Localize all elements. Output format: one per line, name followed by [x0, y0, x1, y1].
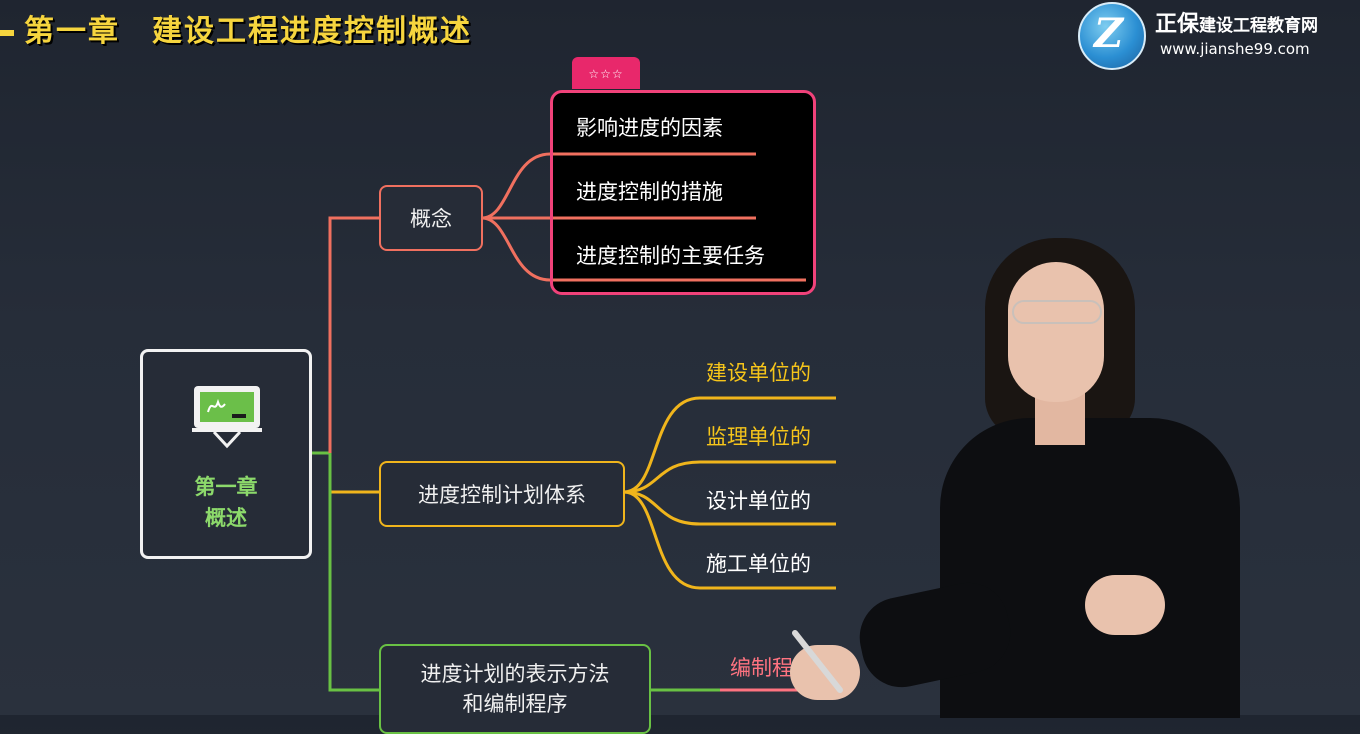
highlight-box [550, 90, 816, 295]
leaf-main-tasks[interactable]: 进度控制的主要任务 [576, 244, 765, 268]
node-plan-system-label: 进度控制计划体系 [418, 483, 586, 507]
title-dash [0, 30, 14, 36]
highlight-underlines [553, 152, 806, 282]
leaf-line-owner [623, 396, 836, 494]
logo-mark: Z [1094, 10, 1124, 57]
logo-url: www.jianshe99.com [1160, 40, 1310, 58]
presenter-hand-right [1085, 575, 1165, 635]
leaf-factors[interactable]: 影响进度的因素 [576, 116, 723, 140]
teaching-board-icon [192, 386, 262, 449]
leaf-supervisor[interactable]: 监理单位的 [706, 425, 811, 449]
chapter-title: 第一章 建设工程进度控制概述 [0, 6, 472, 50]
node-concept[interactable]: 概念 [379, 185, 483, 251]
logo-brand-sub: 建设工程教育网 [1199, 16, 1319, 36]
leaf-measures[interactable]: 进度控制的措施 [576, 180, 723, 204]
leaf-contractor[interactable]: 施工单位的 [706, 552, 811, 576]
presenter-face [1008, 262, 1104, 402]
branch-line-representation [328, 453, 380, 692]
leaf-line-designer [623, 490, 836, 526]
root-node[interactable] [140, 349, 312, 559]
pointer-pen-icon [792, 630, 843, 693]
logo-brand: 正保建设工程教育网 [1155, 6, 1318, 38]
logo-brand-main: 正保 [1155, 12, 1200, 37]
node-representation[interactable]: 进度计划的表示方法 和编制程序 [379, 644, 651, 734]
node-concept-label: 概念 [410, 207, 452, 231]
root-label-line2: 概述 [205, 506, 247, 530]
node-representation-label-line1: 进度计划的表示方法 [420, 662, 610, 686]
node-representation-label-line2: 和编制程序 [462, 692, 568, 716]
leaf-line-tasks [481, 216, 806, 282]
presenter-glasses [1012, 300, 1102, 324]
importance-stars-badge: ☆☆☆ [572, 57, 640, 89]
root-label: 第一章 概述 [140, 472, 312, 534]
leaf-owner[interactable]: 建设单位的 [706, 361, 811, 385]
leaf-procedure[interactable]: 编制程 [730, 656, 793, 680]
leaf-line-factors [481, 152, 756, 220]
chapter-title-text: 第一章 建设工程进度控制概述 [24, 14, 472, 49]
leaf-line-contractor [623, 490, 836, 590]
branch-line-concept [328, 216, 380, 453]
presenter-body [940, 418, 1240, 718]
root-label-line1: 第一章 [194, 475, 258, 499]
logo-icon: Z [1078, 2, 1146, 70]
node-plan-system[interactable]: 进度控制计划体系 [379, 461, 625, 527]
leaf-designer[interactable]: 设计单位的 [706, 489, 811, 513]
leaf-line-supervisor [623, 460, 836, 494]
